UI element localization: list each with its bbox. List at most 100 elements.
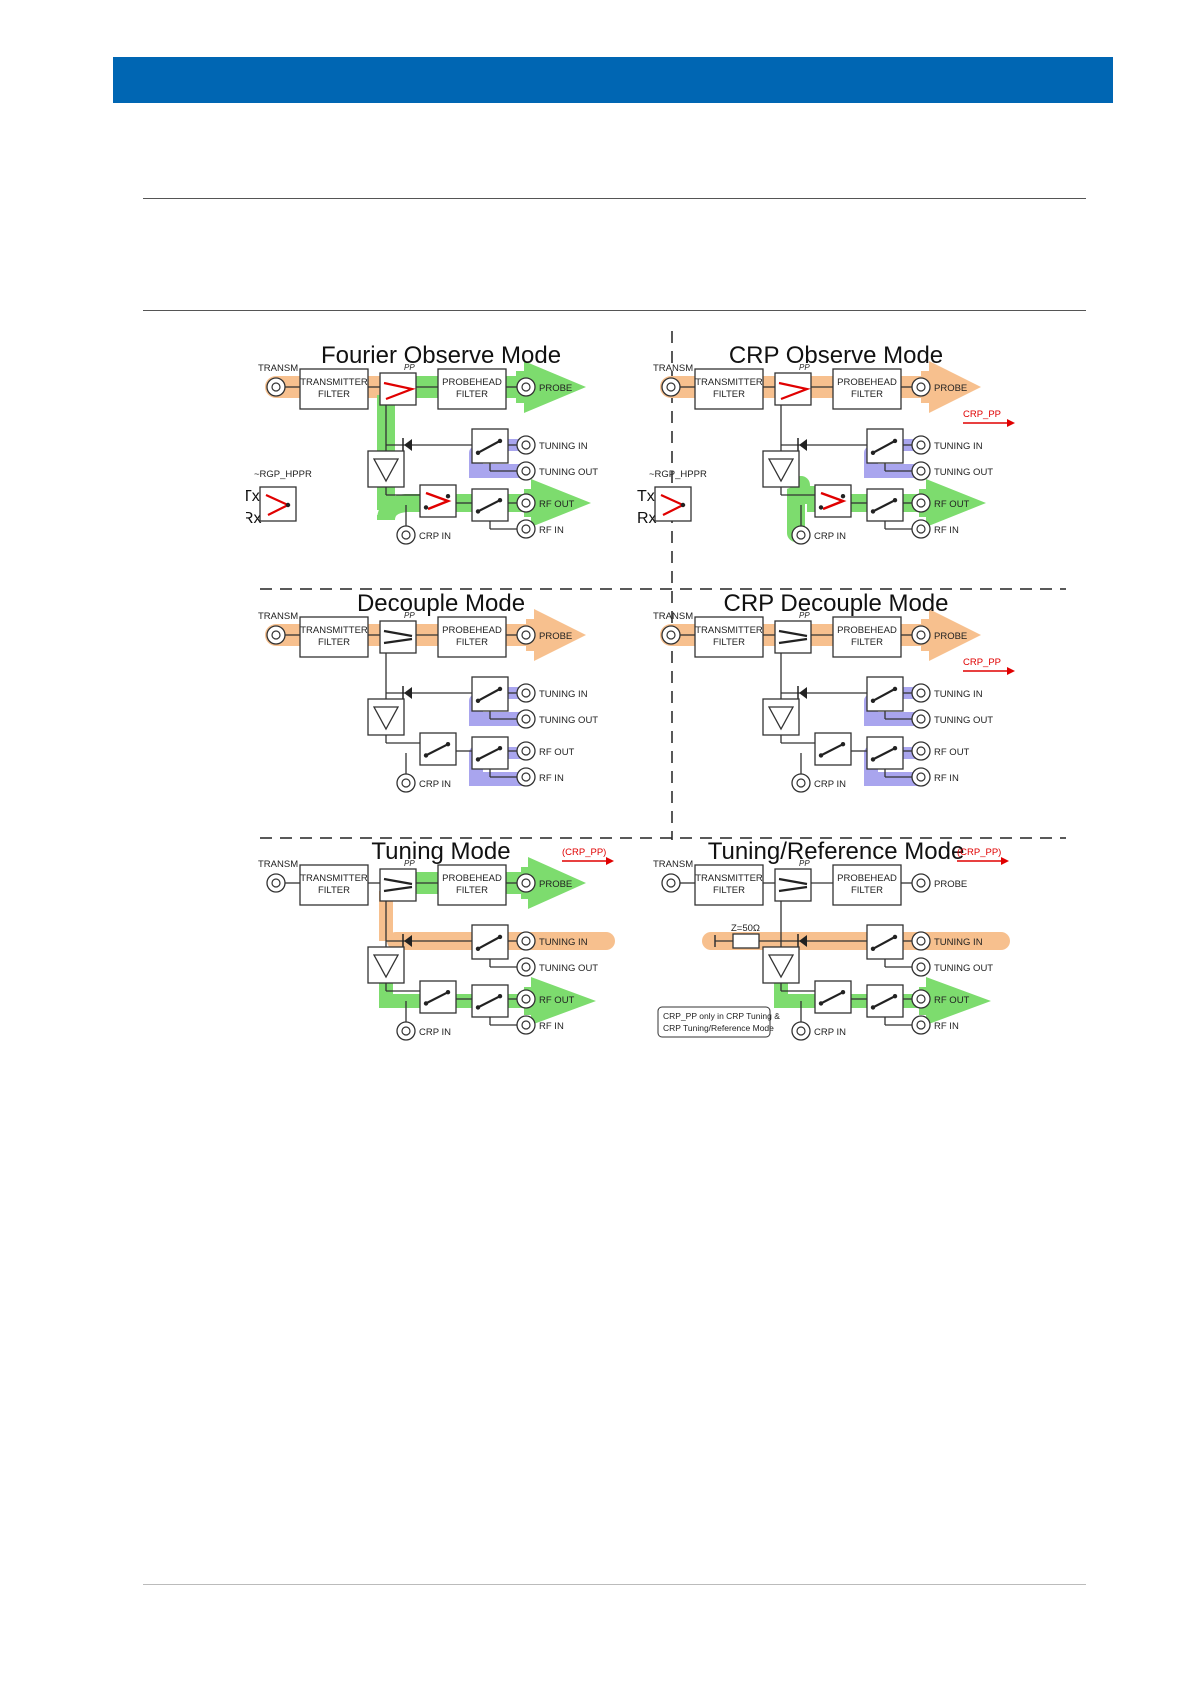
- transmitter-filter-label-2: FILTER: [318, 885, 350, 896]
- probehead-filter: [437, 368, 507, 410]
- tuning-out-connector: [911, 709, 931, 729]
- rf-out-label: RF OUT: [539, 499, 575, 510]
- pp-switch: [379, 620, 417, 654]
- transmitter-filter-label: TRANSMITTER: [300, 377, 368, 388]
- transm-connector: [661, 377, 681, 397]
- crp-in-label: CRP IN: [814, 779, 846, 790]
- probehead-filter: [832, 864, 902, 906]
- probe-connector: [516, 377, 536, 397]
- pp-label: PP: [799, 363, 810, 372]
- crp-pp-label: CRP_PP: [963, 657, 1001, 668]
- diode: [404, 687, 412, 699]
- rf-out-connector: [911, 989, 931, 1009]
- panel-5: Tuning ModeTRANSMTRANSMITTERFILTERPPPROB…: [258, 838, 615, 1041]
- panel-4: CRP Decouple ModeTRANSMTRANSMITTERFILTER…: [653, 590, 1015, 793]
- header-bar: [113, 57, 1113, 103]
- tuning-out-label: TUNING OUT: [539, 715, 598, 726]
- tuning-out-label: TUNING OUT: [539, 963, 598, 974]
- tuning-out-connector: [516, 461, 536, 481]
- transmitter-filter-label: TRANSMITTER: [695, 873, 763, 884]
- tuning-in-connector: [911, 435, 931, 455]
- tuning-out-label: TUNING OUT: [539, 467, 598, 478]
- pp-switch: [774, 620, 812, 654]
- rf-out-label: RF OUT: [539, 747, 575, 758]
- footer-rule: [143, 1584, 1086, 1585]
- probehead-filter: [832, 368, 902, 410]
- preamp-triangle: [767, 954, 795, 979]
- tuning-in-label: TUNING IN: [934, 441, 983, 452]
- crp-in-label: CRP IN: [419, 531, 451, 542]
- probehead-filter-label: PROBEHEAD: [837, 377, 897, 388]
- transm-label: TRANSM: [258, 363, 298, 374]
- transmitter-filter: [299, 864, 369, 906]
- rf-out-connector: [911, 493, 931, 513]
- probehead-filter: [437, 616, 507, 658]
- transmitter-filter-label-2: FILTER: [713, 389, 745, 400]
- probe-label: PROBE: [934, 631, 967, 642]
- rgp-hppr-label: ~RGP_HPPR: [254, 469, 312, 480]
- tuning-out-connector: [516, 957, 536, 977]
- rf-out-connector: [516, 989, 536, 1009]
- tuning-in-connector: [911, 683, 931, 703]
- rgp-hppr-label: ~RGP_HPPR: [649, 469, 707, 480]
- tuning-in-label: TUNING IN: [934, 937, 983, 948]
- transm-connector: [266, 873, 286, 893]
- probe-label: PROBE: [539, 631, 572, 642]
- rx-switch: [419, 484, 457, 518]
- diode: [404, 935, 412, 947]
- preamp-triangle: [767, 458, 795, 483]
- crp-in-connector: [791, 773, 811, 793]
- rf-mode-diagram: Fourier Observe ModeTRANSMTRANSMITTERFIL…: [246, 331, 1066, 1041]
- pp-label: PP: [404, 859, 415, 868]
- tuning-out-connector: [911, 957, 931, 977]
- panel-title: Tuning/Reference Mode: [708, 838, 965, 865]
- panel-1: Fourier Observe ModeTRANSMTRANSMITTERFIL…: [246, 342, 598, 545]
- crp-in-label: CRP IN: [419, 779, 451, 790]
- tuning-in-label: TUNING IN: [539, 441, 588, 452]
- probehead-filter-label-2: FILTER: [456, 637, 488, 648]
- tuning-in-label: TUNING IN: [539, 937, 588, 948]
- tuning-in-connector: [516, 683, 536, 703]
- rf-out-label: RF OUT: [934, 747, 970, 758]
- probe-label: PROBE: [539, 879, 572, 890]
- probehead-filter-label-2: FILTER: [851, 885, 883, 896]
- transmitter-filter-label-2: FILTER: [318, 389, 350, 400]
- transmitter-filter: [299, 368, 369, 410]
- crp-pp-label: (CRP_PP): [562, 847, 606, 858]
- diode: [799, 439, 807, 451]
- crp-in-connector: [791, 1021, 811, 1041]
- transm-connector: [266, 377, 286, 397]
- probe-arrow: [921, 361, 981, 413]
- transm-connector: [661, 873, 681, 893]
- section-rule-bottom: [143, 310, 1086, 311]
- crp-in-label: CRP IN: [419, 1027, 451, 1038]
- transmitter-filter-label-2: FILTER: [713, 637, 745, 648]
- tuning-in-connector: [911, 931, 931, 951]
- tx-label: Tx: [246, 488, 260, 505]
- transmitter-filter-label: TRANSMITTER: [300, 873, 368, 884]
- rf-in-label: RF IN: [539, 1021, 564, 1032]
- rf-in-connector: [516, 519, 536, 539]
- panel-title: CRP Decouple Mode: [723, 590, 948, 617]
- probe-connector: [911, 873, 931, 893]
- transm-label: TRANSM: [653, 859, 693, 870]
- probe-label: PROBE: [934, 383, 967, 394]
- transm-connector: [661, 625, 681, 645]
- preamp-triangle: [372, 458, 400, 483]
- tx-rx-switch: [654, 486, 692, 522]
- probehead-filter-label-2: FILTER: [851, 637, 883, 648]
- rf-out-connector: [516, 741, 536, 761]
- rf-in-label: RF IN: [934, 1021, 959, 1032]
- pp-label: PP: [404, 363, 415, 372]
- rf-out-connector: [516, 493, 536, 513]
- crp-in-connector: [396, 773, 416, 793]
- tuning-out-label: TUNING OUT: [934, 715, 993, 726]
- transm-label: TRANSM: [653, 363, 693, 374]
- rf-in-label: RF IN: [539, 525, 564, 536]
- tuning-in-connector: [516, 435, 536, 455]
- probehead-filter-label-2: FILTER: [456, 389, 488, 400]
- rf-in-label: RF IN: [934, 773, 959, 784]
- tx-label: Tx: [637, 488, 655, 505]
- probehead-filter: [832, 616, 902, 658]
